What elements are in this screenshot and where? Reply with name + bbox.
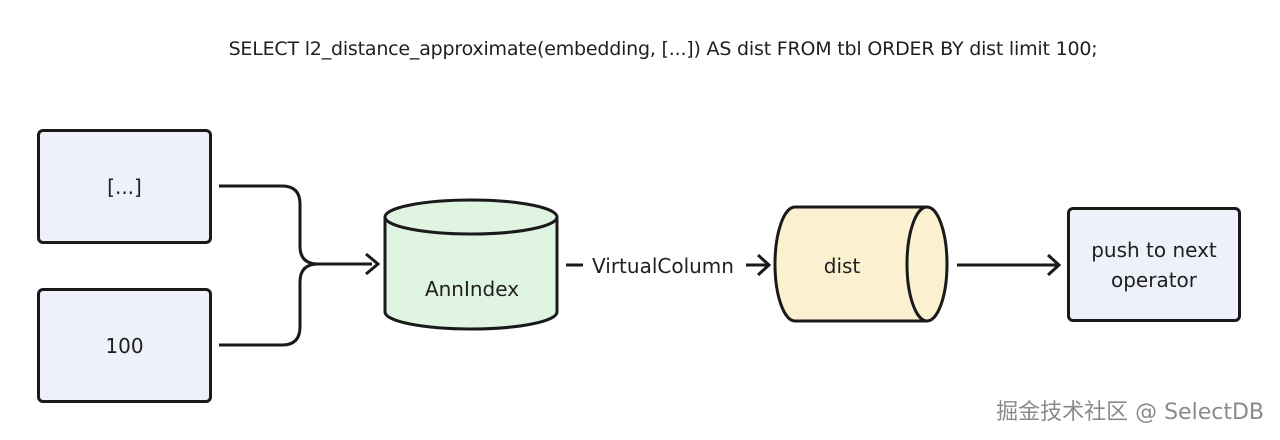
connector-vector-to-index xyxy=(219,184,372,266)
vector-input-label: [...] xyxy=(107,174,142,199)
annindex-label: AnnIndex xyxy=(424,277,520,301)
dist-cylinder xyxy=(773,205,949,323)
sql-query: SELECT l2_distance_approximate(embedding… xyxy=(228,38,1098,60)
dist-label: dist xyxy=(823,254,861,278)
watermark: 掘金技术社区 @ SelectDB xyxy=(996,400,1264,425)
limit-input-label: 100 xyxy=(105,333,144,358)
virtualcolumn-label: VirtualColumn xyxy=(592,254,734,278)
connector-limit-to-index xyxy=(219,262,319,347)
vector-input-box: [...] xyxy=(37,129,212,244)
limit-input-box: 100 xyxy=(37,288,212,403)
arrowhead-to-index xyxy=(365,252,381,276)
push-operator-label: push to next operator xyxy=(1091,237,1217,292)
arrowhead-to-push xyxy=(1046,253,1062,277)
push-operator-box: push to next operator xyxy=(1067,207,1241,322)
arrowhead-to-dist xyxy=(756,253,772,277)
annindex-cylinder xyxy=(383,198,559,331)
